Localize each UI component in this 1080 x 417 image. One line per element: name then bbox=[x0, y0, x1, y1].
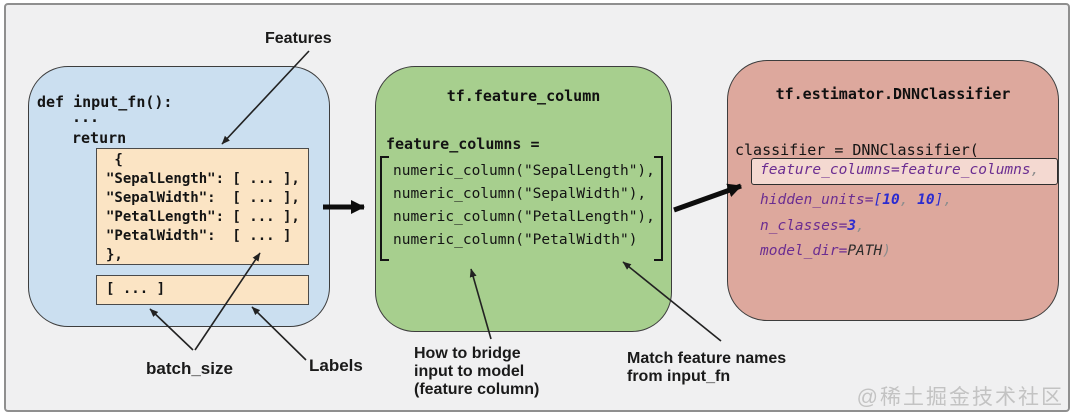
numeric-column-line: numeric_column("PetalLength"), bbox=[393, 209, 655, 225]
numeric-column-line: numeric_column("SepalLength"), bbox=[393, 163, 655, 179]
n-classes-arg: n_classes=3, bbox=[760, 217, 865, 234]
bridge-label-line: How to bridge bbox=[414, 345, 521, 362]
estimator-args: hidden_units=[10, 10], n_classes=3, mode… bbox=[760, 188, 952, 265]
features-dict-panel: { "SepalLength": [ ... ], "SepalWidth": … bbox=[96, 148, 309, 265]
dict-line: }, bbox=[106, 247, 123, 263]
hidden-units-arg: hidden_units=[10, 10], bbox=[760, 192, 953, 208]
dict-line: "PetalWidth": [ ... ] bbox=[106, 228, 292, 244]
features-label: Features bbox=[265, 30, 332, 47]
feature-column-box: tf.feature_column feature_columns = nume… bbox=[375, 66, 672, 332]
labels-array-panel: [ ... ] bbox=[96, 275, 309, 305]
dict-line: { bbox=[106, 152, 123, 168]
feature-column-title: tf.feature_column bbox=[446, 87, 601, 105]
classifier-call-line: classifier = DNNClassifier( bbox=[735, 141, 979, 159]
watermark: @稀土掘金技术社区 bbox=[856, 386, 1064, 409]
bridge-label-line: (feature column) bbox=[414, 381, 540, 398]
right-bracket-glyph bbox=[654, 156, 663, 261]
input-fn-def-line: def input_fn(): bbox=[37, 93, 173, 111]
match-label-line: Match feature names bbox=[627, 350, 787, 367]
numeric-column-line: numeric_column("SepalWidth"), bbox=[393, 186, 647, 202]
dict-line: "SepalLength": [ ... ], bbox=[106, 171, 300, 187]
input-fn-box: def input_fn(): ... return { "SepalLengt… bbox=[28, 66, 330, 327]
estimator-box: tf.estimator.DNNClassifier classifier = … bbox=[727, 60, 1059, 321]
dict-line: "PetalLength": [ ... ], bbox=[106, 209, 300, 225]
labels-label: Labels bbox=[309, 356, 363, 375]
bridge-label-line: input to model bbox=[414, 363, 525, 380]
match-label: Match feature names from input_fn bbox=[627, 350, 786, 386]
estimator-title: tf.estimator.DNNClassifier bbox=[775, 85, 1011, 103]
numeric-column-list: numeric_column("SepalLength"), numeric_c… bbox=[393, 160, 655, 252]
numeric-column-line: numeric_column("PetalWidth") bbox=[393, 232, 638, 248]
dict-line: "SepalWidth": [ ... ], bbox=[106, 190, 300, 206]
left-bracket-glyph bbox=[380, 156, 389, 261]
labels-array-text: [ ... ] bbox=[106, 281, 166, 297]
feature-columns-assignment: feature_columns = bbox=[386, 135, 540, 153]
input-fn-return-keyword: return bbox=[72, 129, 127, 147]
feature-columns-arg-text: feature_columns=feature_columns, bbox=[760, 162, 1040, 178]
bridge-label: How to bridge input to model (feature co… bbox=[414, 345, 539, 399]
match-label-line: from input_fn bbox=[627, 368, 731, 385]
input-fn-ellipsis: ... bbox=[72, 108, 100, 126]
batch-size-label: batch_size bbox=[146, 359, 233, 378]
model-dir-arg: model_dir=PATH) bbox=[760, 243, 891, 259]
feature-columns-arg-highlight: feature_columns=feature_columns, bbox=[751, 158, 1058, 185]
